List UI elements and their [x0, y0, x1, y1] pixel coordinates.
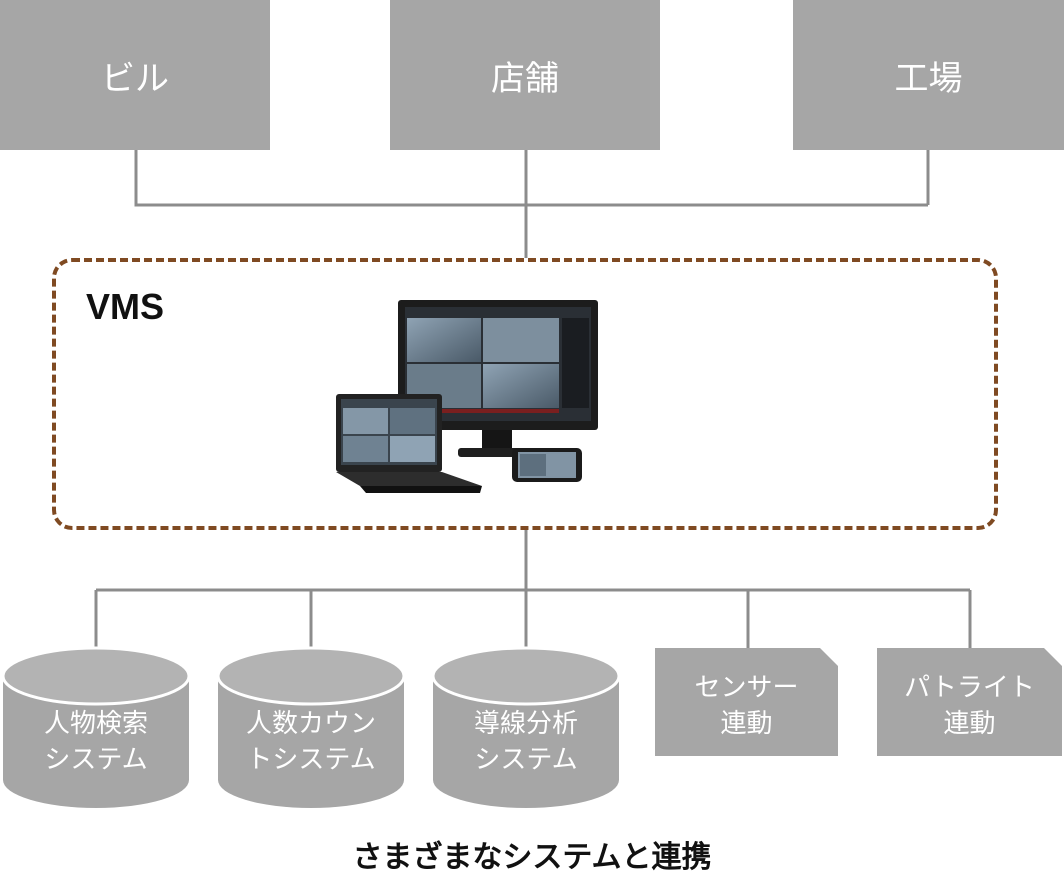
site-label: ビル [101, 58, 169, 99]
system-cylinder-person-search [1, 646, 191, 808]
site-label: 工場 [894, 58, 963, 99]
system-label-person-search: 人物検索 システム [43, 709, 148, 775]
system-cylinder-people-count [216, 646, 406, 808]
system-label-flow-analysis: 導線分析 システム [473, 709, 578, 775]
system-card-patlite [877, 648, 1062, 756]
site-label: 店舗 [491, 58, 559, 99]
system-cylinder-flow-analysis [431, 646, 621, 808]
site-box-building: ビル [0, 0, 270, 150]
connector-site-building [134, 150, 928, 207]
system-label-sensor: センサー 連動 [694, 673, 799, 739]
vms-label: VMS [86, 286, 165, 327]
vms-devices-illustration [336, 300, 598, 493]
site-box-store: 店舗 [390, 0, 660, 150]
system-label-patlite: パトライト 連動 [904, 673, 1035, 739]
diagram-caption: さまざまなシステムと連携 [352, 840, 712, 875]
site-box-factory: 工場 [793, 0, 1064, 150]
phone-icon [512, 448, 582, 482]
vms-container [52, 258, 998, 530]
system-label-people-count: 人数カウン トシステム [245, 709, 376, 775]
laptop-icon [336, 394, 482, 493]
system-card-sensor [655, 648, 838, 756]
